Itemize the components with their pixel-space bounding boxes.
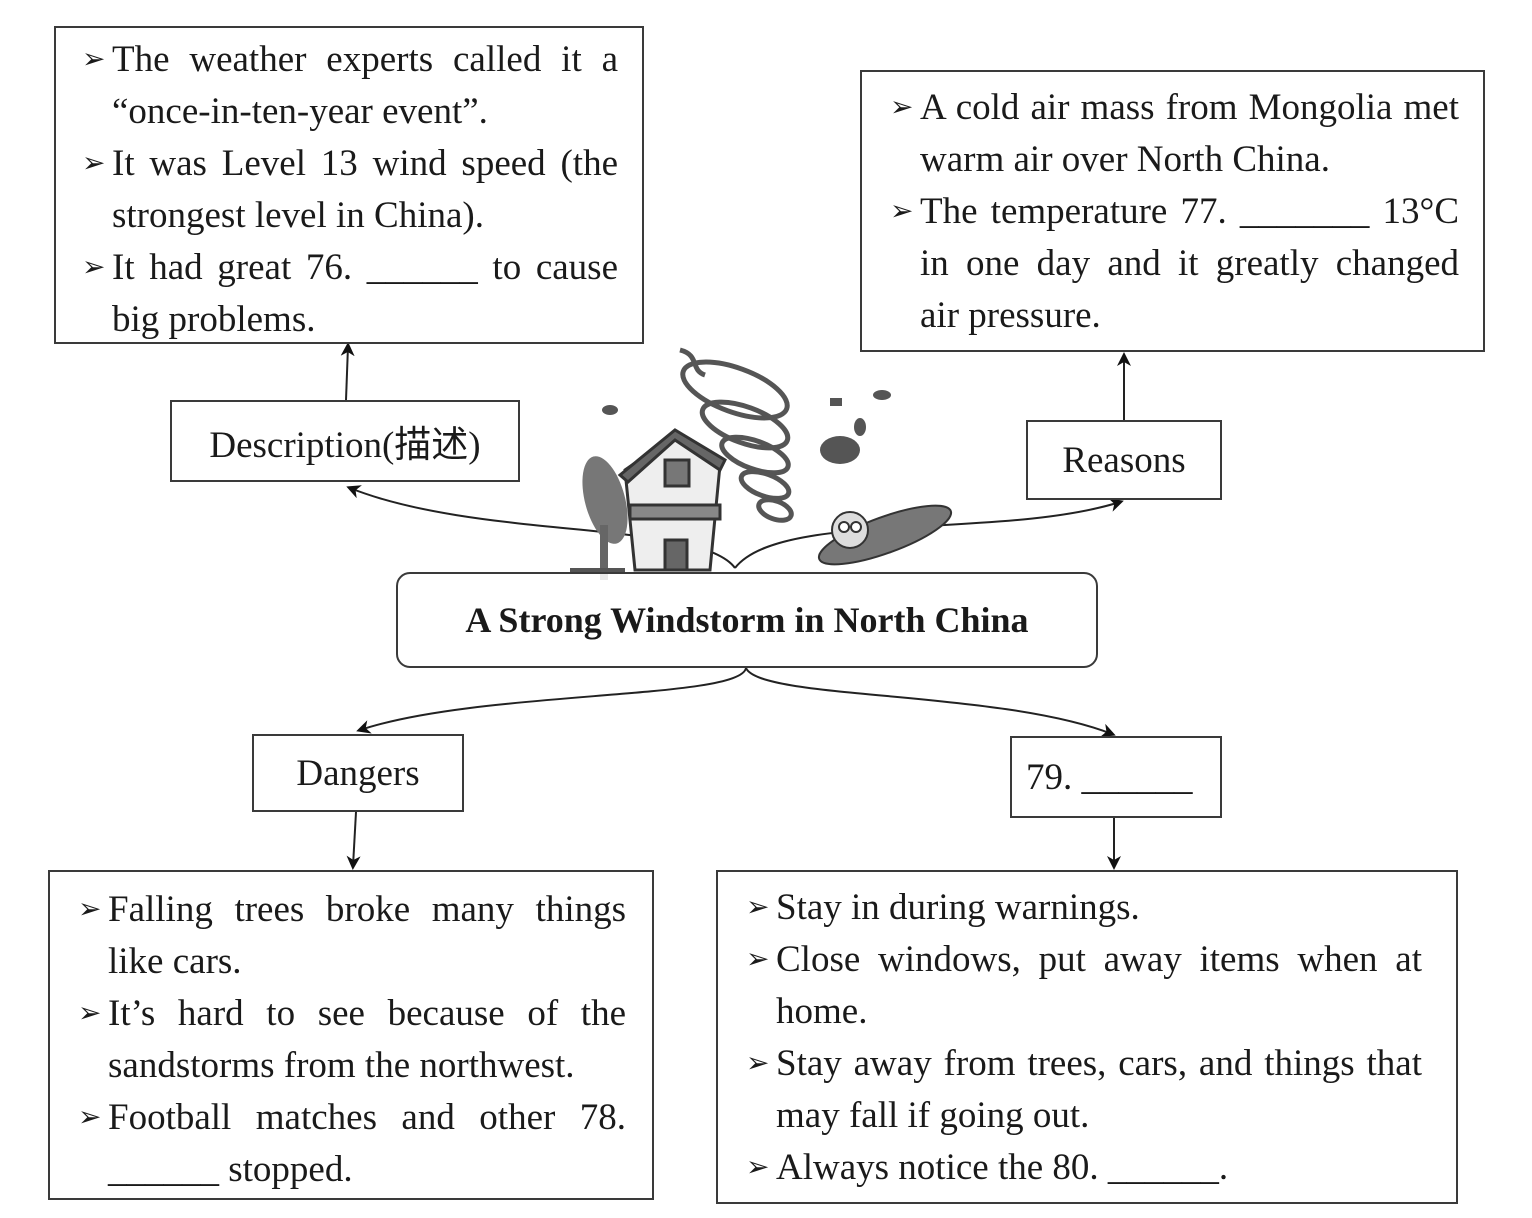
bullet-arrow-icon: ➢ — [78, 894, 102, 925]
tree-icon — [570, 456, 628, 580]
bullet-arrow-icon: ➢ — [82, 148, 106, 179]
bullet-item: ➢ It’s hard to see because of the sandst… — [78, 988, 626, 1092]
central-topic-box: A Strong Windstorm in North China — [396, 572, 1098, 668]
bullet-item-blank-80[interactable]: ➢ Always notice the 80. ______. — [746, 1142, 1422, 1194]
reasons-bullet-list: ➢ A cold air mass from Mongolia met warm… — [890, 82, 1459, 342]
bullet-arrow-icon: ➢ — [746, 944, 770, 975]
description-label-box: Description(描述) — [170, 400, 520, 482]
bullet-item: ➢ The weather experts called it a “once-… — [82, 34, 618, 138]
reasons-label: Reasons — [1062, 439, 1186, 481]
description-bullet-list: ➢ The weather experts called it a “once-… — [82, 34, 618, 346]
blank-79-label-box[interactable]: 79. ______ — [1010, 736, 1222, 818]
arrow-center-to-dangers — [356, 667, 747, 734]
bullet-item: ➢ Falling trees broke many things like c… — [78, 884, 626, 988]
bullet-item: ➢ Stay away from trees, cars, and things… — [746, 1038, 1422, 1142]
bullet-item: ➢ Close windows, put away items when at … — [746, 934, 1422, 1038]
blank-79-details-box: ➢ Stay in during warnings. ➢ Close windo… — [716, 870, 1458, 1204]
bullet-arrow-icon: ➢ — [746, 1152, 770, 1183]
description-label: Description(描述) — [209, 425, 481, 466]
dangers-details-box: ➢ Falling trees broke many things like c… — [48, 870, 654, 1200]
blank-79-bullet-list: ➢ Stay in during warnings. ➢ Close windo… — [746, 882, 1422, 1194]
tornado-icon — [679, 347, 794, 523]
description-details-box: ➢ The weather experts called it a “once-… — [54, 26, 644, 344]
central-topic-title: A Strong Windstorm in North China — [465, 600, 1029, 640]
reasons-label-box: Reasons — [1026, 420, 1222, 500]
bullet-item: ➢ Stay in during warnings. — [746, 882, 1422, 934]
dangers-label: Dangers — [296, 752, 420, 794]
house-icon — [617, 428, 727, 572]
arrow-center-to-79 — [745, 667, 1116, 737]
bullet-arrow-icon: ➢ — [82, 44, 106, 75]
bullet-arrow-icon: ➢ — [746, 1048, 770, 1079]
bullet-arrow-icon: ➢ — [890, 92, 914, 123]
bullet-item: ➢ It was Level 13 wind speed (the strong… — [82, 138, 618, 242]
bullet-item-blank-77[interactable]: ➢ The temperature 77. _______ 13°C in on… — [890, 186, 1459, 342]
bullet-arrow-icon: ➢ — [78, 1102, 102, 1133]
windstorm-illustration — [570, 347, 953, 580]
arrow-description-to-box — [340, 342, 355, 401]
reasons-details-box: ➢ A cold air mass from Mongolia met warm… — [860, 70, 1485, 352]
bullet-arrow-icon: ➢ — [890, 196, 914, 227]
bullet-item-blank-78[interactable]: ➢ Football matches and other 78. ______ … — [78, 1092, 626, 1196]
bullet-arrow-icon: ➢ — [78, 998, 102, 1029]
bullet-item-blank-76[interactable]: ➢ It had great 76. ______ to cause big p… — [82, 242, 618, 346]
dangers-label-box: Dangers — [252, 734, 464, 812]
blank-79-label: 79. ______ — [1026, 756, 1193, 798]
bullet-arrow-icon: ➢ — [82, 252, 106, 283]
bullet-arrow-icon: ➢ — [746, 892, 770, 923]
bullet-item: ➢ A cold air mass from Mongolia met warm… — [890, 82, 1459, 186]
dangers-bullet-list: ➢ Falling trees broke many things like c… — [78, 884, 626, 1196]
arrow-dangers-to-box — [346, 811, 361, 870]
person-icon — [817, 504, 953, 566]
flying-debris-icon — [602, 390, 891, 464]
